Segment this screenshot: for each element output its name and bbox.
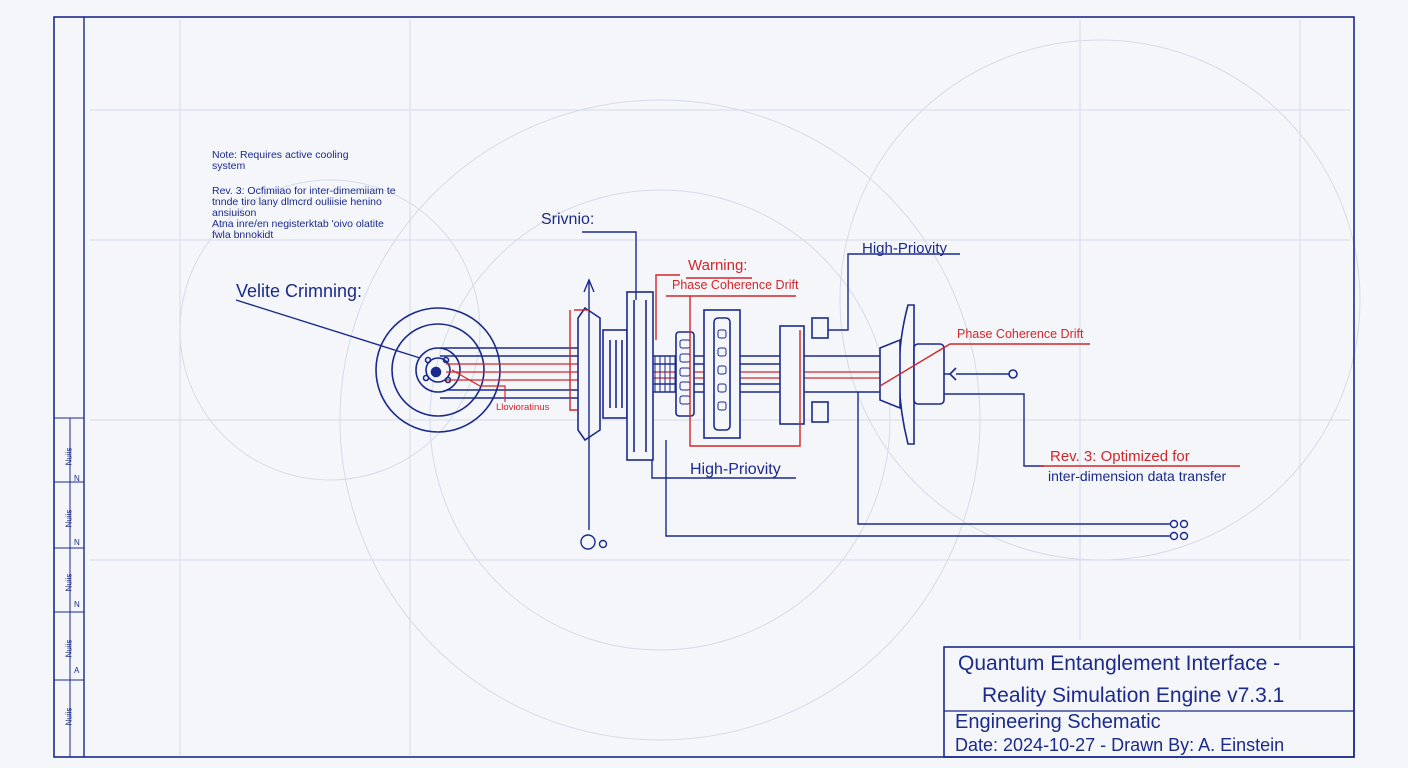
title-block-line-2: Reality Simulation Engine v7.3.1 [982, 684, 1285, 707]
cooling-note: Note: Requires active cooling system [212, 149, 349, 172]
revision-strip-mark-1: N [74, 474, 80, 483]
phase-drift-label-1: Phase Coherence Drift [672, 278, 799, 292]
sheet-border [53, 16, 1355, 758]
title-block-meta: Date: 2024-10-27 - Drawn By: A. Einstein [955, 735, 1285, 755]
velite-rotor-assembly [375, 307, 501, 433]
red-callouts [569, 274, 1240, 467]
wiring-harness [235, 231, 1189, 550]
high-priority-top-label: High-Priovity [862, 240, 948, 257]
revision-strip-label-5: Nuiis [64, 707, 74, 726]
title-block-subtitle: Engineering Schematic [955, 711, 1161, 733]
revision-note-line-4: Atna inre/en negisterktab 'oivo olatite [212, 218, 384, 230]
revision-strip-mark-2: N [74, 538, 80, 547]
rev3-title-label: Rev. 3: Optimized for [1050, 448, 1190, 465]
shaft-ribs [654, 356, 676, 392]
revision-strip-label-4: Nuiis [64, 639, 74, 658]
turbine-dish [879, 304, 1018, 445]
revision-note-line-3: ansiuison [212, 207, 257, 219]
revision-note-line-5: fwla bnnokidt [212, 229, 274, 241]
red-signal-lines [446, 363, 880, 402]
title-block-line-1: Quantum Entanglement Interface - [958, 652, 1281, 675]
high-priority-bottom-label: High-Priovity [690, 461, 781, 478]
velite-label: Velite Crimning: [236, 281, 363, 301]
revision-strip-mark-3: N [74, 600, 80, 609]
revision-strip-label-1: Nuiis [64, 447, 74, 466]
revision-strip-label-2: Nuiis [64, 509, 74, 528]
revision-strip [54, 417, 84, 757]
rev3-subtitle-label: inter-dimension data transfer [1048, 468, 1227, 484]
revision-strip-mark-4: A [74, 666, 80, 675]
srivnio-label: Srivnio: [541, 211, 595, 228]
llovioratinus-label: Llovioratinus [496, 402, 550, 413]
phase-drift-label-2: Phase Coherence Drift [957, 327, 1084, 341]
revision-note-line-2: tnnde tiro lany dlmcrd ouliisie henino [212, 196, 382, 208]
revision-note-line-1: Rev. 3: Ocfimiiao for inter-dimemiiam te [212, 185, 396, 197]
processing-modules [675, 309, 829, 439]
title-block-frame [943, 646, 1355, 758]
revision-strip-label-3: Nuiis [64, 573, 74, 592]
warning-label: Warning: [688, 257, 748, 274]
